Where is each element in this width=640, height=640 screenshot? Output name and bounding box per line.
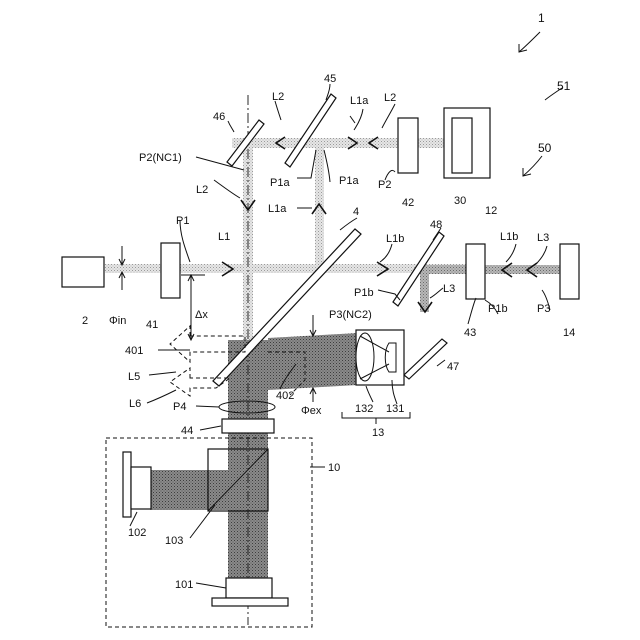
- mirror-47: [404, 339, 447, 379]
- light-source-2: [62, 257, 104, 287]
- label-2: 2: [82, 315, 88, 327]
- label-45: 45: [324, 73, 336, 85]
- stage-101: [212, 598, 288, 606]
- camera-102-back: [123, 452, 131, 517]
- label-p2: P2: [378, 179, 391, 191]
- objective-101: [226, 578, 272, 598]
- label-1: 1: [538, 11, 545, 25]
- beam-excitation: [268, 333, 358, 390]
- label-l1: L1: [218, 231, 230, 243]
- label-l2-a: L2: [272, 91, 284, 103]
- label-p2nc1: P2(NC1): [139, 152, 182, 164]
- label-43: 43: [464, 327, 476, 339]
- label-l1a-mid: L1a: [268, 203, 287, 215]
- label-delta-x: Δx: [195, 309, 208, 321]
- label-p4: P4: [173, 401, 186, 413]
- label-103: 103: [165, 535, 183, 547]
- label-p1a-mid: P1a: [270, 177, 290, 189]
- label-14: 14: [563, 327, 575, 339]
- label-l1a-top: L1a: [350, 95, 369, 107]
- mirror-45: [285, 94, 336, 167]
- label-30: 30: [454, 195, 466, 207]
- label-46: 46: [213, 111, 225, 123]
- beam-right-horizontal: [420, 265, 562, 274]
- label-41: 41: [146, 319, 158, 331]
- label-12: 12: [485, 205, 497, 217]
- polarizer-41: [161, 243, 180, 298]
- element-44: [222, 419, 274, 433]
- label-phi-in: Φin: [109, 315, 126, 327]
- label-4: 4: [353, 206, 359, 218]
- label-47: 47: [447, 361, 459, 373]
- label-44: 44: [181, 425, 193, 437]
- label-102: 102: [128, 527, 146, 539]
- label-132: 132: [355, 403, 373, 415]
- label-51: 51: [557, 79, 571, 93]
- label-10: 10: [328, 462, 340, 474]
- label-131: 131: [386, 403, 404, 415]
- element-42: [398, 118, 418, 173]
- label-p1b-b: P1b: [488, 303, 508, 315]
- element-14: [560, 244, 579, 299]
- label-42: 42: [402, 197, 414, 209]
- label-l5: L5: [128, 371, 140, 383]
- lens-131: [385, 343, 396, 372]
- label-101: 101: [175, 579, 193, 591]
- label-p1b-a: P1b: [354, 287, 374, 299]
- label-13: 13: [372, 427, 384, 439]
- label-p3nc2: P3(NC2): [329, 309, 372, 321]
- camera-102: [131, 467, 151, 509]
- label-l1b-b: L1b: [500, 231, 518, 243]
- label-l6: L6: [129, 398, 141, 410]
- label-48: 48: [430, 219, 442, 231]
- element-43: [466, 244, 485, 299]
- label-l2-c: L2: [196, 184, 208, 196]
- label-l1b-a: L1b: [386, 233, 404, 245]
- label-p1a-top: P1a: [339, 175, 359, 187]
- element-30: [452, 118, 472, 173]
- label-p1: P1: [176, 215, 189, 227]
- label-phi-ex: Φex: [301, 405, 322, 417]
- label-401: 401: [125, 345, 143, 357]
- label-50: 50: [538, 141, 552, 155]
- label-l2-b: L2: [384, 92, 396, 104]
- label-l3-a: L3: [537, 232, 549, 244]
- beam-to-102: [150, 470, 230, 510]
- label-402: 402: [276, 390, 294, 402]
- lens-132: [356, 333, 374, 381]
- label-p3: P3: [537, 303, 550, 315]
- label-l3-b: L3: [443, 283, 455, 295]
